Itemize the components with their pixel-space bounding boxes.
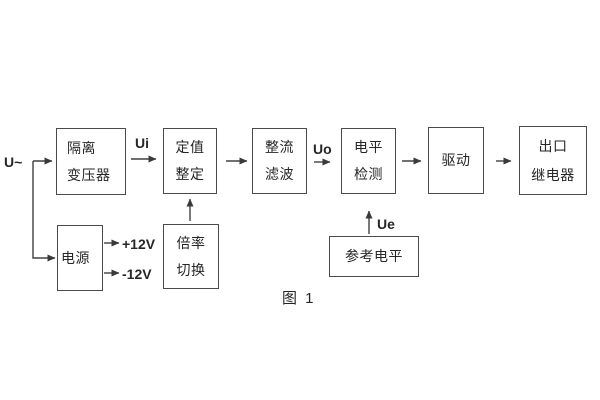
label-rail-positive-12v: +12V (122, 236, 156, 252)
block-isolation-transformer: 隔离 变压器 (56, 128, 126, 195)
block-label-line: 切换 (176, 261, 206, 278)
block-label-line: 参考电平 (345, 248, 403, 264)
label-input-voltage: U~ (4, 154, 23, 170)
block-rectifier-filter: 整流 滤波 (252, 128, 307, 194)
label-signal-uo: Uo (313, 141, 332, 157)
block-driver: 驱动 (428, 127, 484, 194)
block-label-line: 电源 (61, 249, 90, 266)
block-label-line: 检测 (354, 166, 383, 182)
label-signal-ui: Ui (135, 135, 149, 151)
block-label-line: 整流 (265, 139, 294, 155)
block-label-line: 变压器 (67, 166, 111, 183)
block-label-line: 滤波 (265, 166, 294, 182)
block-level-detection: 电平 检测 (341, 128, 396, 194)
block-label-line: 整定 (175, 166, 205, 182)
figure-caption: 图 1 (282, 290, 316, 307)
label-rail-negative-12v: -12V (122, 266, 152, 282)
block-label-line: 继电器 (531, 166, 575, 183)
block-power-supply: 电源 (57, 225, 103, 291)
block-label-line: 定值 (175, 139, 205, 155)
block-reference-level: 参考电平 (329, 236, 419, 277)
block-multiplier-switch: 倍率 切换 (163, 224, 219, 289)
block-output-relay: 出口 继电器 (519, 126, 587, 195)
block-label-line: 倍率 (176, 234, 206, 251)
block-label-line: 电平 (354, 139, 383, 155)
block-label-line: 隔离 (67, 139, 96, 156)
block-label-line: 出口 (538, 137, 568, 154)
block-value-setting: 定值 整定 (163, 128, 217, 194)
label-signal-ue: Ue (377, 216, 395, 232)
block-label-line: 驱动 (441, 152, 471, 168)
